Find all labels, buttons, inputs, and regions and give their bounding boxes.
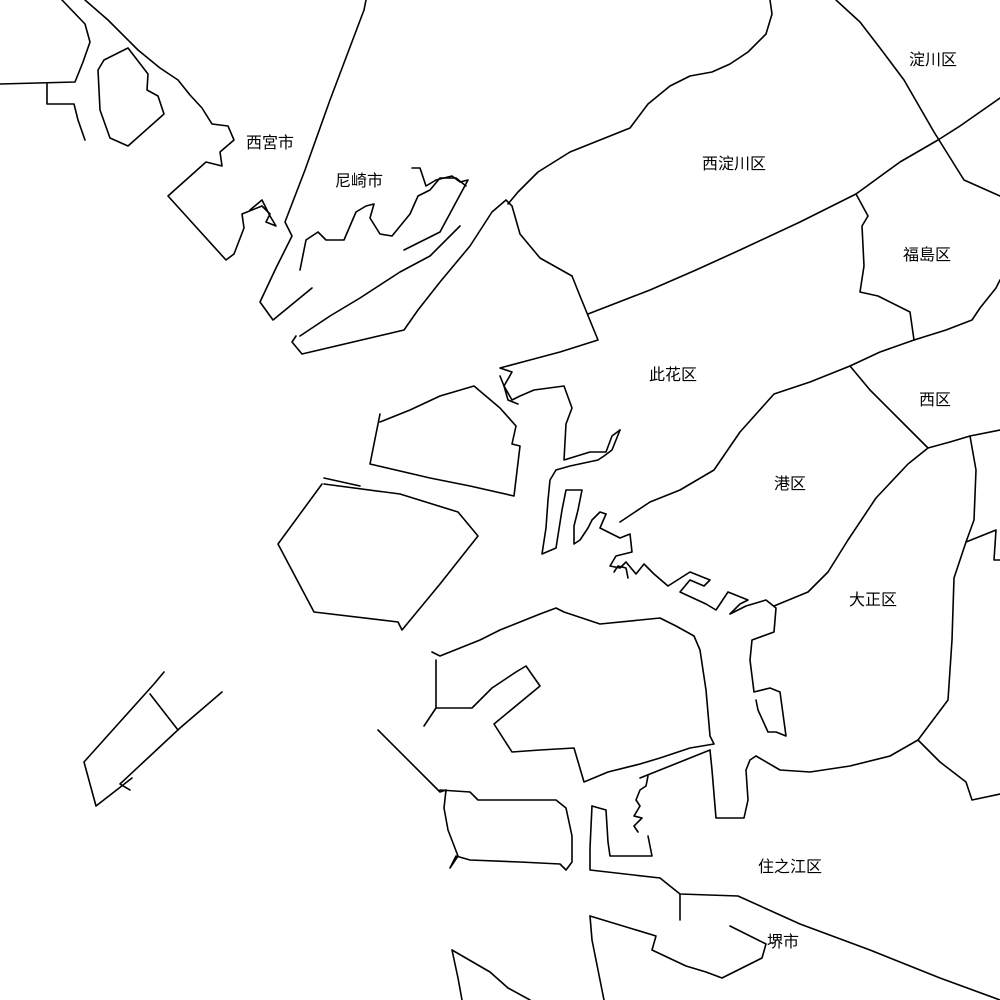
nanko-harbor (377, 729, 573, 871)
south-quay-piers (633, 775, 649, 833)
south-quay (639, 749, 757, 819)
label-yodogawa: 淀川区 (908, 50, 958, 69)
label-minato: 港区 (773, 474, 807, 493)
fukushima-north-border (587, 97, 1000, 315)
island-upper (369, 385, 521, 497)
konohana-quay (541, 429, 621, 555)
minato-port (599, 513, 787, 737)
yodogawa-border (835, 0, 1000, 197)
amagasaki-pier-a (299, 177, 467, 271)
label-taisho: 大正区 (848, 590, 898, 609)
sakai-shore-2 (589, 915, 767, 979)
sakai-lower-left-2 (451, 949, 531, 1000)
sakai-shore (589, 915, 605, 1000)
konohana-west-border (499, 275, 621, 461)
konohana-harbor-1 (499, 375, 519, 405)
taisho-east-border (917, 435, 977, 741)
nishinomiya-island (97, 47, 165, 147)
minato-taisho-border (773, 447, 929, 607)
fukushima-east-border (913, 279, 1000, 341)
breakwater-a (83, 671, 165, 807)
label-konohana: 此花区 (648, 365, 698, 384)
label-nishinomiya: 西宮市 (245, 133, 295, 152)
label-amagasaki: 尼崎市 (334, 171, 384, 190)
nishinomiya-pier (46, 83, 86, 141)
nanko-pier (591, 805, 653, 857)
central-island (423, 607, 715, 783)
island-large (277, 477, 479, 631)
amagasaki-pier-b (403, 167, 469, 251)
taisho-east-notch (965, 529, 1000, 561)
label-nishi: 西区 (918, 390, 952, 409)
nishinomiya-harbor (84, 0, 235, 261)
label-nishiyodogawa: 西淀川区 (701, 154, 767, 173)
amagasaki-coast (291, 199, 573, 355)
breakwater-c (119, 691, 223, 791)
konohana-south-border (619, 339, 915, 523)
amagasaki-coast-2 (299, 225, 461, 337)
sakai-lower-left (451, 949, 463, 1000)
port-small-quay (613, 565, 629, 579)
suminoe-coast (589, 805, 1000, 1000)
nishinomiya-coastline (0, 0, 91, 85)
nishiyodogawa-bank (507, 0, 773, 205)
label-fukushima: 福島区 (902, 245, 952, 264)
breakwater-b (149, 693, 179, 731)
nishinomiya-dock (233, 199, 277, 255)
fukushima-west-border (855, 193, 915, 341)
label-sakai: 堺市 (766, 932, 800, 951)
label-suminoe: 住之江区 (757, 857, 823, 876)
taisho-south-border (755, 739, 1000, 801)
nishinomiya-amagasaki-border (259, 0, 367, 321)
